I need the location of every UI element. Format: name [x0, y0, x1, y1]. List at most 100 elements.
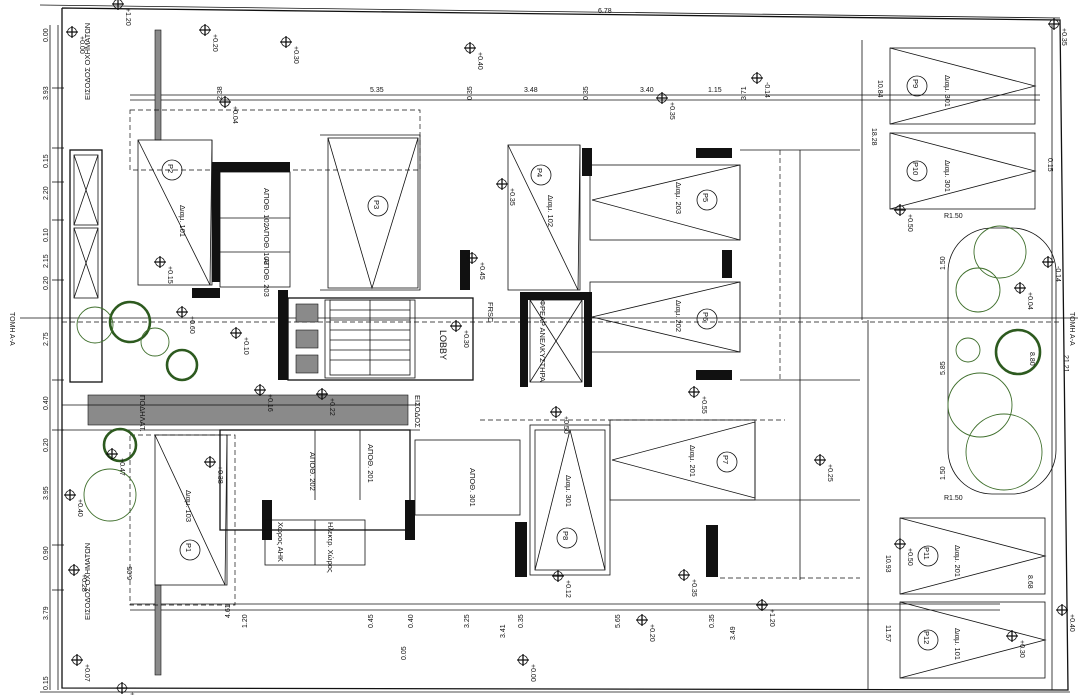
section-label-left: TOMH A-A [8, 312, 15, 346]
right-dim-3: 0.15 [1046, 158, 1053, 172]
level-crosshair-icon [894, 204, 906, 216]
elec-label: Ηλεκτρ. Χώρος [326, 522, 335, 573]
level-crosshair-icon [894, 538, 906, 550]
parking-p9-unit: Διαμ. 301 [943, 75, 952, 107]
storage-label-3: ΑΠΟΘ. [308, 452, 317, 476]
parking-p12-unit: Διαμ. 101 [953, 628, 962, 660]
left-dim-7: 0.20 [43, 276, 50, 290]
level-value: +0.22 [328, 398, 335, 416]
bottom-dim-1: 4.61 [225, 604, 232, 618]
level-value: +0.30 [1018, 640, 1025, 658]
parking-p11: P11 Διαμ. 201 [899, 517, 1047, 595]
storage-num-5: 301 [468, 494, 477, 507]
parking-p4: P4 Διαμ. 102 [507, 144, 581, 291]
level-value: +0.35 [690, 579, 697, 597]
level-crosshair-icon [219, 96, 231, 108]
storage-label-0: ΑΠΟΘ. [262, 188, 271, 212]
garden-dim-0: R1.50 [944, 213, 963, 220]
svg-text:ΑΠΟΘ. 202: ΑΠΟΘ. 202 [308, 452, 317, 491]
svg-text:ΑΠΟΘ. 103: ΑΠΟΘ. 103 [262, 226, 271, 265]
garden-dim-4: R1.50 [944, 495, 963, 502]
level-value: +0.00 [78, 36, 85, 54]
frsc-label: FRSC [486, 302, 495, 323]
bottom-dim-9: 0.35 [709, 614, 716, 628]
level-crosshair-icon [1006, 630, 1018, 642]
left-dim-9: 0.40 [43, 396, 50, 410]
level-value: +0.15 [128, 692, 135, 695]
level-crosshair-icon [466, 252, 478, 264]
storage-label-5: ΑΠΟΘ. [468, 468, 477, 492]
level-value: +0.40 [76, 499, 83, 517]
bottom-dim-5: 3.25 [464, 614, 471, 628]
parking-p3-id: P3 [372, 200, 381, 209]
svg-text:ΑΠΟΘ. 201: ΑΠΟΘ. 201 [366, 444, 375, 483]
level-crosshair-icon [199, 24, 211, 36]
left-dim-0: 0.00 [43, 28, 50, 42]
garden-dim-1: 1.50 [940, 256, 947, 270]
level-crosshair-icon [678, 569, 690, 581]
top-dim-2: 5.35 [370, 87, 384, 94]
storage-num-4: 201 [366, 470, 375, 483]
left-dim-13: 6.05 [127, 566, 134, 580]
top-dim-5: 0.35 [583, 86, 590, 100]
parking-p11-id: P11 [922, 547, 931, 560]
level-value: +0.35 [508, 188, 515, 206]
right-dim-2: 21.21 [1062, 355, 1069, 373]
level-value: +0.10 [242, 337, 249, 355]
garden-dim-5: 8.80 [1028, 352, 1035, 366]
left-dim-10: 0.20 [43, 438, 50, 452]
level-crosshair-icon [154, 256, 166, 268]
parking-p1-unit: Διαμ. 103 [184, 490, 193, 522]
parking-p6-unit: Διαμ. 202 [674, 300, 683, 332]
parking-p8-unit: Διαμ. 301 [564, 475, 573, 507]
storage-label-4: ΑΠΟΘ. [366, 444, 375, 468]
bottom-dim-7: 0.35 [518, 614, 525, 628]
level-crosshair-icon [751, 72, 763, 84]
level-value: +0.40 [1068, 614, 1075, 632]
left-dim-14: 3.79 [43, 606, 50, 620]
parking-p4-id: P4 [535, 168, 544, 177]
level-value: +0.50 [906, 548, 913, 566]
level-crosshair-icon [230, 327, 242, 339]
bottom-dim-8: 5.65 [615, 614, 622, 628]
top-dim-7: 1.15 [708, 87, 722, 94]
level-value: +0.50 [906, 214, 913, 232]
parking-p5: P5 Διαμ. 203 [591, 164, 741, 241]
level-crosshair-icon [66, 26, 78, 38]
left-dim-3: 0.15 [43, 154, 50, 168]
top-dim-4: 3.48 [524, 87, 538, 94]
level-value: +0.30 [292, 46, 299, 64]
level-crosshair-icon [1014, 282, 1026, 294]
bottom-dim-10: 3.49 [730, 626, 737, 640]
parking-p2: P2 Διαμ. 101 [137, 139, 213, 286]
level-value: +1.20 [124, 8, 131, 26]
level-value: -0.14 [1054, 266, 1061, 282]
level-value: +0.50 [562, 416, 569, 434]
svg-text:ΑΠΟΘ. 301: ΑΠΟΘ. 301 [468, 468, 477, 507]
parking-p10-id: P10 [911, 162, 920, 175]
right-dimension-chain: 10.84 18.28 21.21 0.15 10.93 8.68 11.57 [861, 25, 1069, 690]
parking-p5-id: P5 [701, 193, 710, 202]
parking-p2-unit: Διαμ. 101 [178, 205, 187, 237]
lobby-area: LOBBY FRSC ΦΡΕΑΡ ΑΝΕΛΚΥΣΤΗΡΑ ΕΙΣΟΔΟΣ Χώρ… [276, 299, 583, 573]
left-dim-4: 2.20 [43, 186, 50, 200]
storage-num-1: 103 [262, 252, 271, 265]
right-dim-5: 8.68 [1026, 575, 1033, 589]
parking-p7: P7 Διαμ. 201 [611, 421, 756, 499]
level-value: +0.16 [266, 394, 273, 412]
level-crosshair-icon [1042, 256, 1054, 268]
level-crosshair-icon [636, 614, 648, 626]
level-value: +0.60 [188, 316, 195, 334]
left-dim-6: 2.15 [43, 254, 50, 268]
bottom-dim-2: 0.45 [368, 614, 375, 628]
parking-bays: P2 Διαμ. 101 P3 P4 Διαμ. 102 P5 Διαμ. 20… [137, 47, 1047, 679]
level-value: +0.07 [83, 664, 90, 682]
top-dimension-chain: 6.78 2.38 5.35 0.35 3.48 0.35 3.40 1.15 … [130, 8, 1040, 101]
ahk-label: Χώρος ΑΗΚ [276, 522, 285, 562]
left-dim-8: 2.75 [43, 332, 50, 346]
level-crosshair-icon [64, 489, 76, 501]
parking-p8-id: P8 [561, 531, 570, 540]
level-value: +0.35 [668, 102, 675, 120]
parking-p12: P12 Διαμ. 101 [899, 601, 1047, 679]
